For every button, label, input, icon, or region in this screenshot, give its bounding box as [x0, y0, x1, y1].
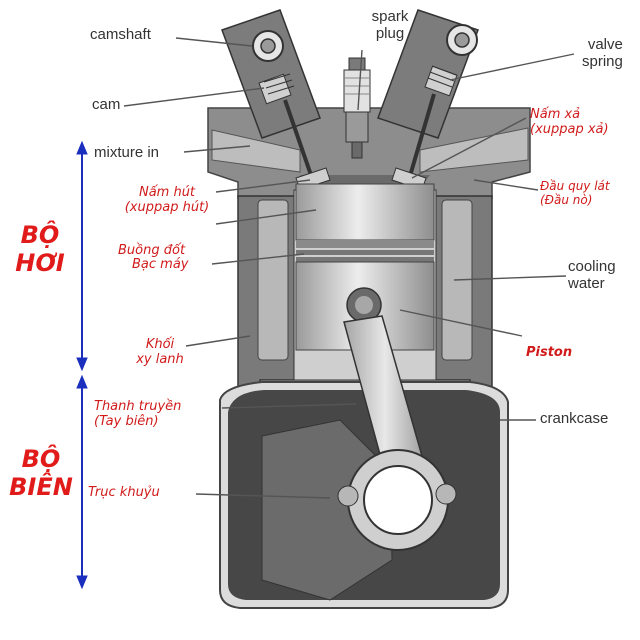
upper-group-label: BỘ HƠI	[8, 221, 72, 277]
exhaust-valve-label-line1: Nấm xả	[530, 107, 581, 122]
cylinder-block-label: Khối xy lanh	[128, 337, 192, 368]
cylinder-head-label-line1: Đầu quy lát	[540, 179, 610, 193]
combustion-chamber-label: Buồng đốt	[118, 243, 186, 258]
cooling-water-label: cooling water	[568, 258, 616, 293]
cylinder-head-label: Đầu quy lát (Đầu nò)	[540, 179, 610, 208]
intake-valve-label: Nấm hút (xuppap hút)	[108, 185, 226, 216]
connecting-rod-label: Thanh truyền (Tay biên)	[94, 399, 182, 430]
spark-plug	[343, 57, 371, 159]
upper-group-label-line1: BỘ	[20, 221, 60, 249]
lower-group-label-line1: BỘ	[21, 445, 61, 473]
spark-plug-label-line2: plug	[375, 25, 405, 43]
spark-plug-label: spark plug	[364, 8, 416, 43]
cam-label: cam	[92, 96, 121, 113]
group-arrows	[76, 140, 88, 590]
mixture-in-label: mixture in	[94, 144, 160, 161]
cylinder-head-label-line2: (Đầu nò)	[540, 192, 593, 207]
cylinder-block-label-line1: Khối	[145, 337, 175, 352]
lower-group-label-line2: BIÊN	[9, 472, 73, 501]
upper-group-label-line2: HƠI	[15, 248, 65, 277]
crank-counterweight	[261, 419, 393, 601]
lower-group-label: BỘ BIÊN	[4, 445, 78, 501]
intake-valve-train	[221, 9, 331, 191]
crankshaft-label: Trục khuỷu	[88, 485, 160, 500]
valve-spring-label-line2: spring	[582, 53, 623, 71]
connecting-rod	[337, 315, 457, 551]
camshaft-label: camshaft	[90, 26, 151, 43]
intake-valve-label-line1: Nấm hút	[138, 185, 196, 200]
valve-spring-label-line1: valve	[587, 36, 623, 53]
connecting-rod-label-line1: Thanh truyền	[94, 399, 182, 414]
spark-plug-label-line1: spark	[371, 8, 409, 25]
cylinder-head	[207, 107, 531, 199]
exhaust-valve-label-line2: (xuppap xả)	[530, 121, 609, 137]
crankcase-label: crankcase	[540, 410, 609, 427]
exhaust-valve-label: Nấm xả (xuppap xả)	[530, 107, 609, 138]
valve-spring-left	[258, 73, 292, 105]
valve-spring-label: valve spring	[582, 36, 623, 71]
connecting-rod-label-line2: (Tay biên)	[94, 413, 159, 429]
intake-valve-label-line2: (xuppap hút)	[124, 199, 210, 215]
piston-label: Piston	[526, 345, 573, 360]
cooling-water-label-line1: cooling	[568, 258, 616, 275]
cylinder-block-label-line2: xy lanh	[136, 351, 184, 367]
piston-ring-label: Bạc máy	[132, 257, 189, 272]
cooling-water-label-line2: water	[568, 275, 605, 293]
leader-lines	[123, 37, 575, 499]
crankshaft-journal	[363, 465, 433, 535]
cooling-jacket-left	[257, 199, 289, 361]
